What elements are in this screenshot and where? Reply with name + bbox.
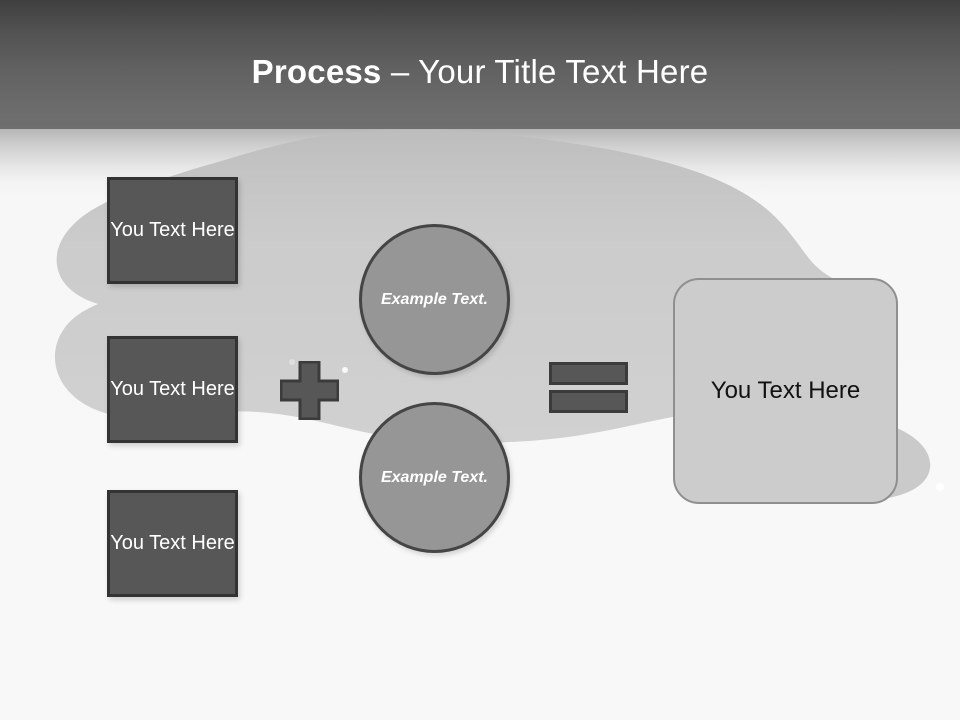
result-box-label: You Text Here: [710, 377, 861, 404]
result-box[interactable]: You Text Here: [673, 278, 898, 504]
equals-icon-bar-top: [549, 362, 628, 385]
example-circle-1[interactable]: Example Text.: [359, 224, 510, 375]
input-box-1-label: You Text Here: [110, 219, 235, 241]
input-box-3[interactable]: You Text Here: [107, 490, 238, 597]
header-band: [0, 0, 960, 129]
input-box-2-label: You Text Here: [110, 378, 235, 400]
input-box-2[interactable]: You Text Here: [107, 336, 238, 443]
example-circle-2-label: Example Text.: [380, 468, 488, 486]
example-circle-2[interactable]: Example Text.: [359, 402, 510, 553]
equals-icon-bar-bottom: [549, 390, 628, 413]
plus-icon-glyph: [279, 360, 340, 421]
page-title-rest: – Your Title Text Here: [381, 53, 709, 90]
input-box-3-label: You Text Here: [110, 532, 235, 554]
example-circle-1-label: Example Text.: [380, 290, 488, 308]
equals-icon: [549, 362, 628, 413]
plus-icon: [279, 360, 340, 421]
page-title: Process – Your Title Text Here: [0, 52, 960, 92]
input-box-1[interactable]: You Text Here: [107, 177, 238, 284]
page-title-bold: Process: [251, 53, 382, 90]
